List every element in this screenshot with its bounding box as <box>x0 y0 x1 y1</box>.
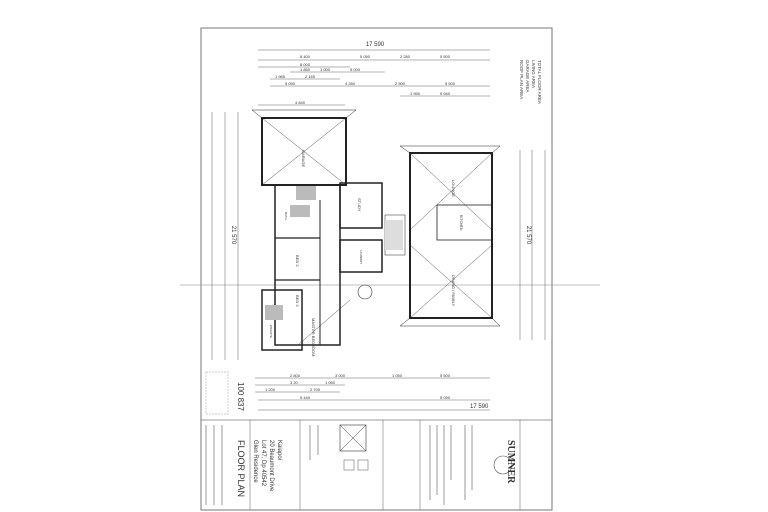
notes-text-block <box>205 425 473 505</box>
drawing-number: 100 837 <box>236 382 245 411</box>
title-block <box>201 371 552 510</box>
sheet-border <box>200 27 553 511</box>
overall-width-label: 17 590 <box>366 42 385 48</box>
building-walls <box>251 109 501 351</box>
dimension-label: 1 850 <box>300 67 311 72</box>
dimension-label: 5 440 <box>300 395 311 400</box>
dimension-label: 3 000 <box>335 373 346 378</box>
locality: Kaiapoi <box>276 440 282 460</box>
dimension-label: 5 090 <box>360 54 371 59</box>
entry-marker <box>357 284 373 300</box>
dimension-label: 1 200 <box>265 387 276 392</box>
north-point-icon <box>339 424 367 452</box>
legend-grid-icon <box>343 459 355 471</box>
address: 20 Beaumont Drive <box>268 440 274 492</box>
dimension-label: 2 165 <box>305 74 316 79</box>
room-label-study: STUDY <box>357 198 362 212</box>
dimension-label: 1 050 <box>325 380 336 385</box>
room-label-dining: DINING / FAMILY <box>451 275 456 307</box>
dimension-label: 8 000 <box>300 62 311 67</box>
room-label-laundry: LAUNDRY <box>359 250 363 264</box>
dimension-label: 5 500 <box>440 373 451 378</box>
dimension-label: 5 090 <box>440 395 451 400</box>
svg-text:GARAGE AREA: GARAGE AREA <box>525 60 530 93</box>
room-label-bed3: BED 3 <box>295 295 300 307</box>
dimension-label: 4 280 <box>345 81 356 86</box>
side-dimension-lines <box>211 112 546 360</box>
dimension-label: 2 800 <box>290 373 301 378</box>
dimension-label: 5 500 <box>445 81 456 86</box>
company-logo-icon <box>493 455 513 475</box>
room-label-master: MASTER BEDROOM <box>311 318 316 356</box>
drawing-title: FLOOR PLAN <box>236 440 246 497</box>
dimension-label: 2 500 <box>395 81 406 86</box>
dimension-label: 5 000 <box>350 67 361 72</box>
svg-text:LIVING AREA: LIVING AREA <box>531 60 536 88</box>
overall-width-label-bottom: 17 590 <box>470 404 489 410</box>
room-label-ensuite: ENSUITE <box>269 325 273 338</box>
legend-hatch-icon <box>357 459 369 471</box>
dimension-label: 1 965 <box>275 74 286 79</box>
area-schedule: TOTAL FLOOR AREA LIVING AREA GARAGE AREA… <box>519 60 542 104</box>
dimension-label: 5 940 <box>440 91 451 96</box>
room-label-kitchen: KITCHEN <box>459 215 463 231</box>
room-label-garage: GARAGE <box>301 150 306 167</box>
dimension-label: 2 700 <box>310 387 321 392</box>
wet-areas <box>265 186 403 320</box>
dimension-label: 2 280 <box>400 54 411 59</box>
project-name: Glen Residence <box>252 440 258 483</box>
overall-depth-label-right: 21 570 <box>525 226 531 245</box>
dimension-label: 1 950 <box>410 91 421 96</box>
dimension-label: 5 090 <box>285 81 296 86</box>
dimension-label: 8 400 <box>300 54 311 59</box>
company-name: SUMNER <box>505 440 516 484</box>
top-dimension-lines <box>258 49 490 106</box>
dimension-label: 4 840 <box>295 100 306 105</box>
room-label-lounge: LOUNGE <box>451 180 456 197</box>
room-label-bath: BATH <box>284 212 288 220</box>
bottom-dimension-lines <box>255 377 490 411</box>
dimension-label: 1 000 <box>320 67 331 72</box>
room-label-bed2: BED 2 <box>295 255 300 267</box>
dimension-label: 3 20 <box>290 380 299 385</box>
dimension-label: 1 050 <box>392 373 403 378</box>
svg-text:TOTAL FLOOR AREA: TOTAL FLOOR AREA <box>537 60 542 104</box>
svg-text:ROOF PLAN AREA: ROOF PLAN AREA <box>519 60 524 99</box>
overall-depth-label-left: 21 570 <box>230 226 236 245</box>
dimension-label: 5 500 <box>440 54 451 59</box>
lot-description: Lot 47, Dp 40542 <box>260 440 266 487</box>
